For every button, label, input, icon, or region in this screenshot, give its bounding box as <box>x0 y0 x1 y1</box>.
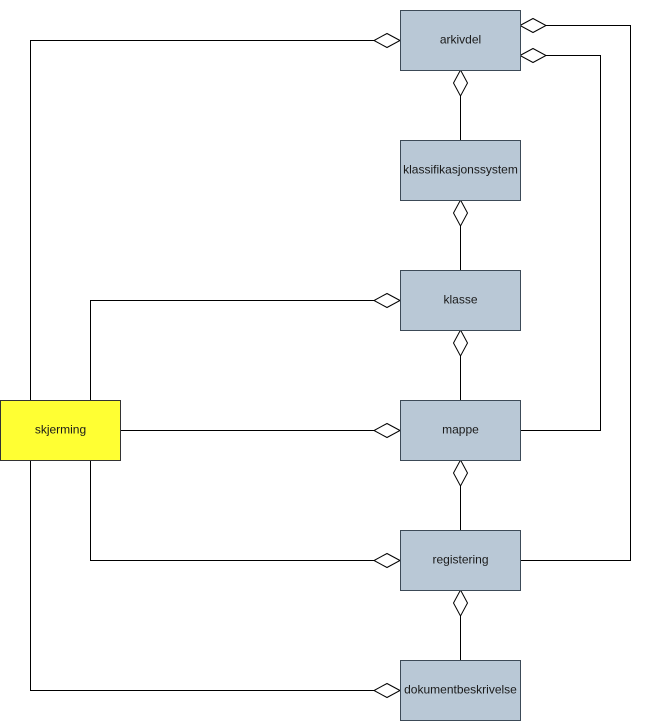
aggregation-diamond-klasse-bottom <box>452 328 469 358</box>
label-dokumentbeskrivelse: dokumentbeskrivelse <box>404 683 517 697</box>
aggregation-diamond-klasse-left <box>372 292 402 309</box>
aggregation-diamond-mappe-left <box>372 422 402 439</box>
entity-box-mappe[interactable] <box>400 400 521 461</box>
entity-box-registering[interactable] <box>400 530 521 591</box>
entity-box-klassifikasjonssystem[interactable] <box>400 140 521 201</box>
connector-skjerming-dokumentbeskrivelse <box>30 460 374 691</box>
aggregation-diamond-klassifikasjonssystem-bottom <box>452 198 469 228</box>
entity-box-dokumentbeskrivelse[interactable] <box>400 660 521 721</box>
connector-skjerming-registering <box>90 460 374 561</box>
aggregation-diamond-registering-bottom <box>452 588 469 618</box>
label-registering: registering <box>432 553 488 567</box>
aggregation-diamond-arkivdel-left <box>372 32 402 49</box>
aggregation-diamond-mappe-bottom <box>452 458 469 488</box>
aggregation-diamond-arkivdel-right-bottom <box>518 47 548 64</box>
connector-skjerming-klasse <box>90 300 374 400</box>
entity-box-arkivdel[interactable] <box>400 10 521 71</box>
label-skjerming: skjerming <box>35 423 86 437</box>
aggregation-diamond-dokumentbeskrivelse-left <box>372 682 402 699</box>
connector-skjerming-arkivdel <box>30 40 374 400</box>
aggregation-diamond-arkivdel-right-top <box>518 17 548 34</box>
label-klasse: klasse <box>443 293 477 307</box>
entity-box-skjerming[interactable] <box>0 400 121 461</box>
label-arkivdel: arkivdel <box>440 33 481 47</box>
connector-registering-arkivdel <box>520 25 631 561</box>
aggregation-diamond-registering-left <box>372 552 402 569</box>
label-mappe: mappe <box>442 423 479 437</box>
aggregation-diamond-arkivdel-bottom <box>452 68 469 98</box>
connector-mappe-arkivdel <box>520 55 601 431</box>
entity-box-klasse[interactable] <box>400 270 521 331</box>
label-klassifikasjonssystem: klassifikasjonssystem <box>403 163 518 177</box>
